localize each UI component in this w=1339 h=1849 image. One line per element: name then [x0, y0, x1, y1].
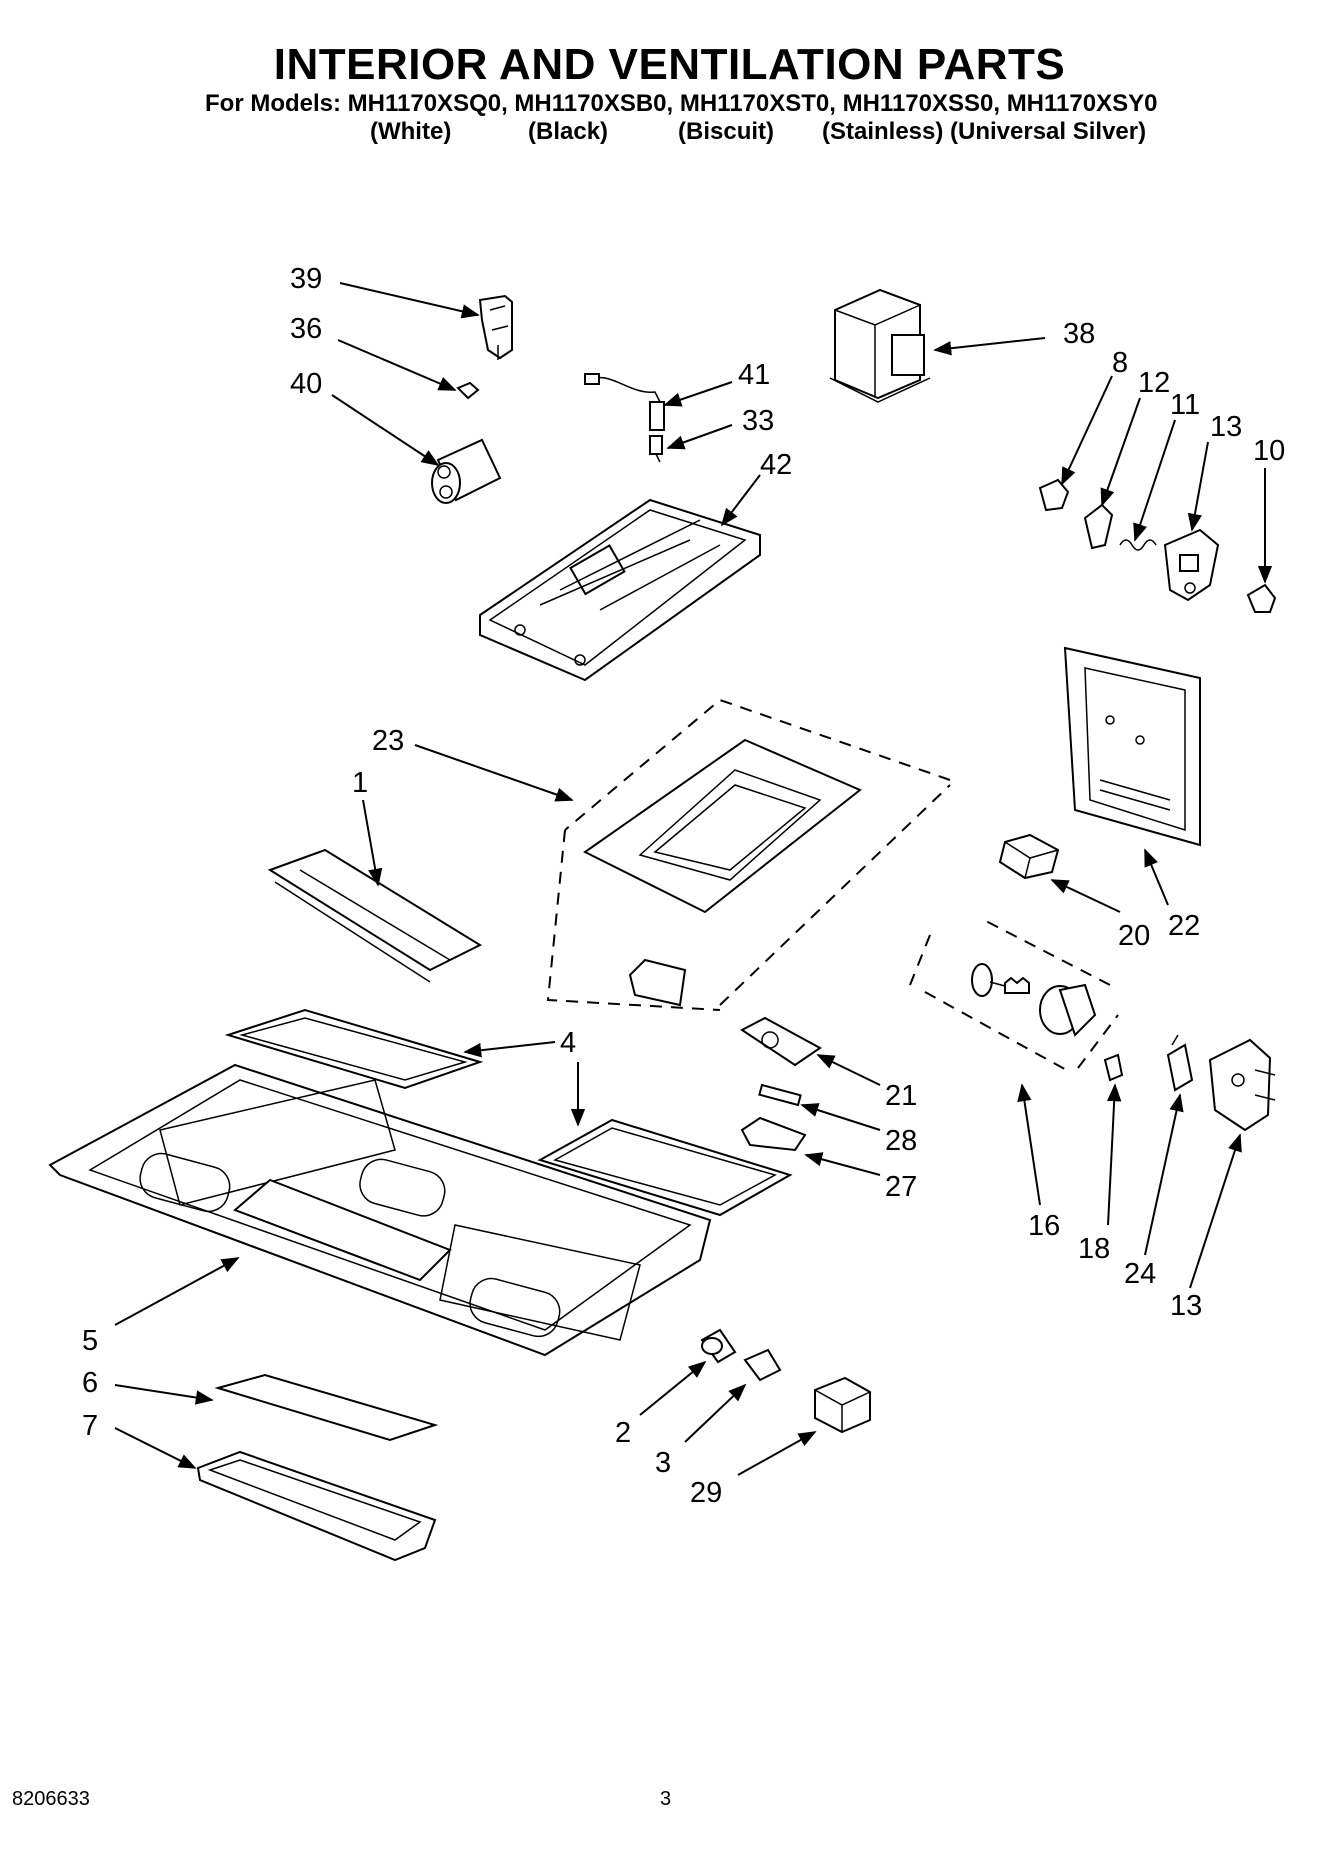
- leader-lines: [114, 282, 1273, 1476]
- callout-8: 8: [1112, 347, 1128, 379]
- color-stainless: (Stainless): [822, 118, 944, 145]
- part-6-panel: [214, 1373, 439, 1442]
- color-biscuit: (Biscuit): [678, 118, 774, 145]
- part-2-lamp-socket: [700, 1328, 737, 1364]
- callout-labels: 39 36 40 41 33 42 38 8 12 11 13 10 23 1 …: [82, 263, 1285, 1509]
- part-23-waveguide-plate: [546, 698, 951, 1011]
- part-10-cap: [1246, 583, 1277, 613]
- callout-20: 20: [1118, 920, 1150, 952]
- document-number: 8206633: [12, 1788, 90, 1810]
- callout-18: 18: [1078, 1233, 1110, 1265]
- callout-29: 29: [690, 1477, 722, 1509]
- callout-4: 4: [560, 1027, 576, 1059]
- callout-27: 27: [885, 1171, 917, 1203]
- part-4-filter-left: [224, 1008, 484, 1090]
- part-11-spring: [1119, 539, 1157, 551]
- callout-11: 11: [1170, 389, 1200, 421]
- part-28-fuse: [758, 1083, 802, 1107]
- callout-13-lower: 13: [1170, 1290, 1202, 1322]
- callout-3: 3: [655, 1447, 671, 1479]
- page-title: INTERIOR AND VENTILATION PARTS: [273, 40, 1066, 89]
- callout-33: 33: [742, 405, 774, 437]
- color-white: (White): [370, 118, 452, 145]
- callout-41: 41: [738, 359, 770, 391]
- part-40-capacitor: [431, 438, 502, 504]
- callout-40: 40: [290, 368, 322, 400]
- page-number: 3: [660, 1788, 672, 1810]
- callout-7: 7: [82, 1410, 98, 1442]
- callout-16: 16: [1028, 1210, 1060, 1242]
- part-3-lamp: [743, 1348, 782, 1382]
- callout-5: 5: [82, 1325, 98, 1357]
- callout-13-upper: 13: [1210, 411, 1242, 443]
- part-24-switch: [1166, 1034, 1194, 1092]
- callout-12: 12: [1138, 367, 1170, 399]
- callout-22: 22: [1168, 910, 1200, 942]
- callout-1: 1: [352, 767, 368, 799]
- callout-28: 28: [885, 1125, 917, 1157]
- callout-39: 39: [290, 263, 322, 295]
- part-22-back-panel: [1063, 646, 1201, 847]
- callout-36: 36: [290, 313, 322, 345]
- part-13-switch-holder: [1163, 528, 1220, 602]
- color-universal-silver: (Universal Silver): [950, 118, 1147, 145]
- callout-2: 2: [615, 1417, 631, 1449]
- callout-42: 42: [760, 449, 792, 481]
- part-33-fuse: [649, 435, 663, 463]
- part-36-clip: [456, 381, 480, 400]
- part-13-switch-holder-lower: [1208, 1038, 1276, 1132]
- part-12-actuator: [1083, 503, 1114, 550]
- part-20-box: [998, 833, 1060, 880]
- part-27-fuse-holder: [740, 1116, 807, 1152]
- part-38-transformer: [829, 288, 931, 403]
- part-39-bracket: [478, 294, 513, 360]
- part-8-cap: [1038, 478, 1070, 512]
- part-5-bottom-plate: [48, 1063, 712, 1357]
- part-21-sensor: [740, 1016, 822, 1067]
- color-black: (Black): [528, 118, 609, 145]
- part-18-bulb: [1103, 1053, 1124, 1082]
- part-42-base-plate: [479, 498, 761, 682]
- callout-21: 21: [885, 1080, 917, 1112]
- models-line: For Models: MH1170XSQ0, MH1170XSB0, MH11…: [205, 90, 1158, 117]
- callout-24: 24: [1124, 1258, 1156, 1290]
- part-41-wire-harness: [584, 373, 665, 431]
- part-16-motor-assembly: [909, 917, 1119, 1073]
- part-29-cover: [814, 1376, 871, 1434]
- callout-38: 38: [1063, 318, 1095, 350]
- callout-6: 6: [82, 1367, 98, 1399]
- callout-23: 23: [372, 725, 404, 757]
- part-1-vent-duct: [267, 848, 483, 983]
- part-7-frame: [196, 1450, 437, 1562]
- callout-10: 10: [1253, 435, 1285, 467]
- part-4-filter-right: [537, 1118, 793, 1217]
